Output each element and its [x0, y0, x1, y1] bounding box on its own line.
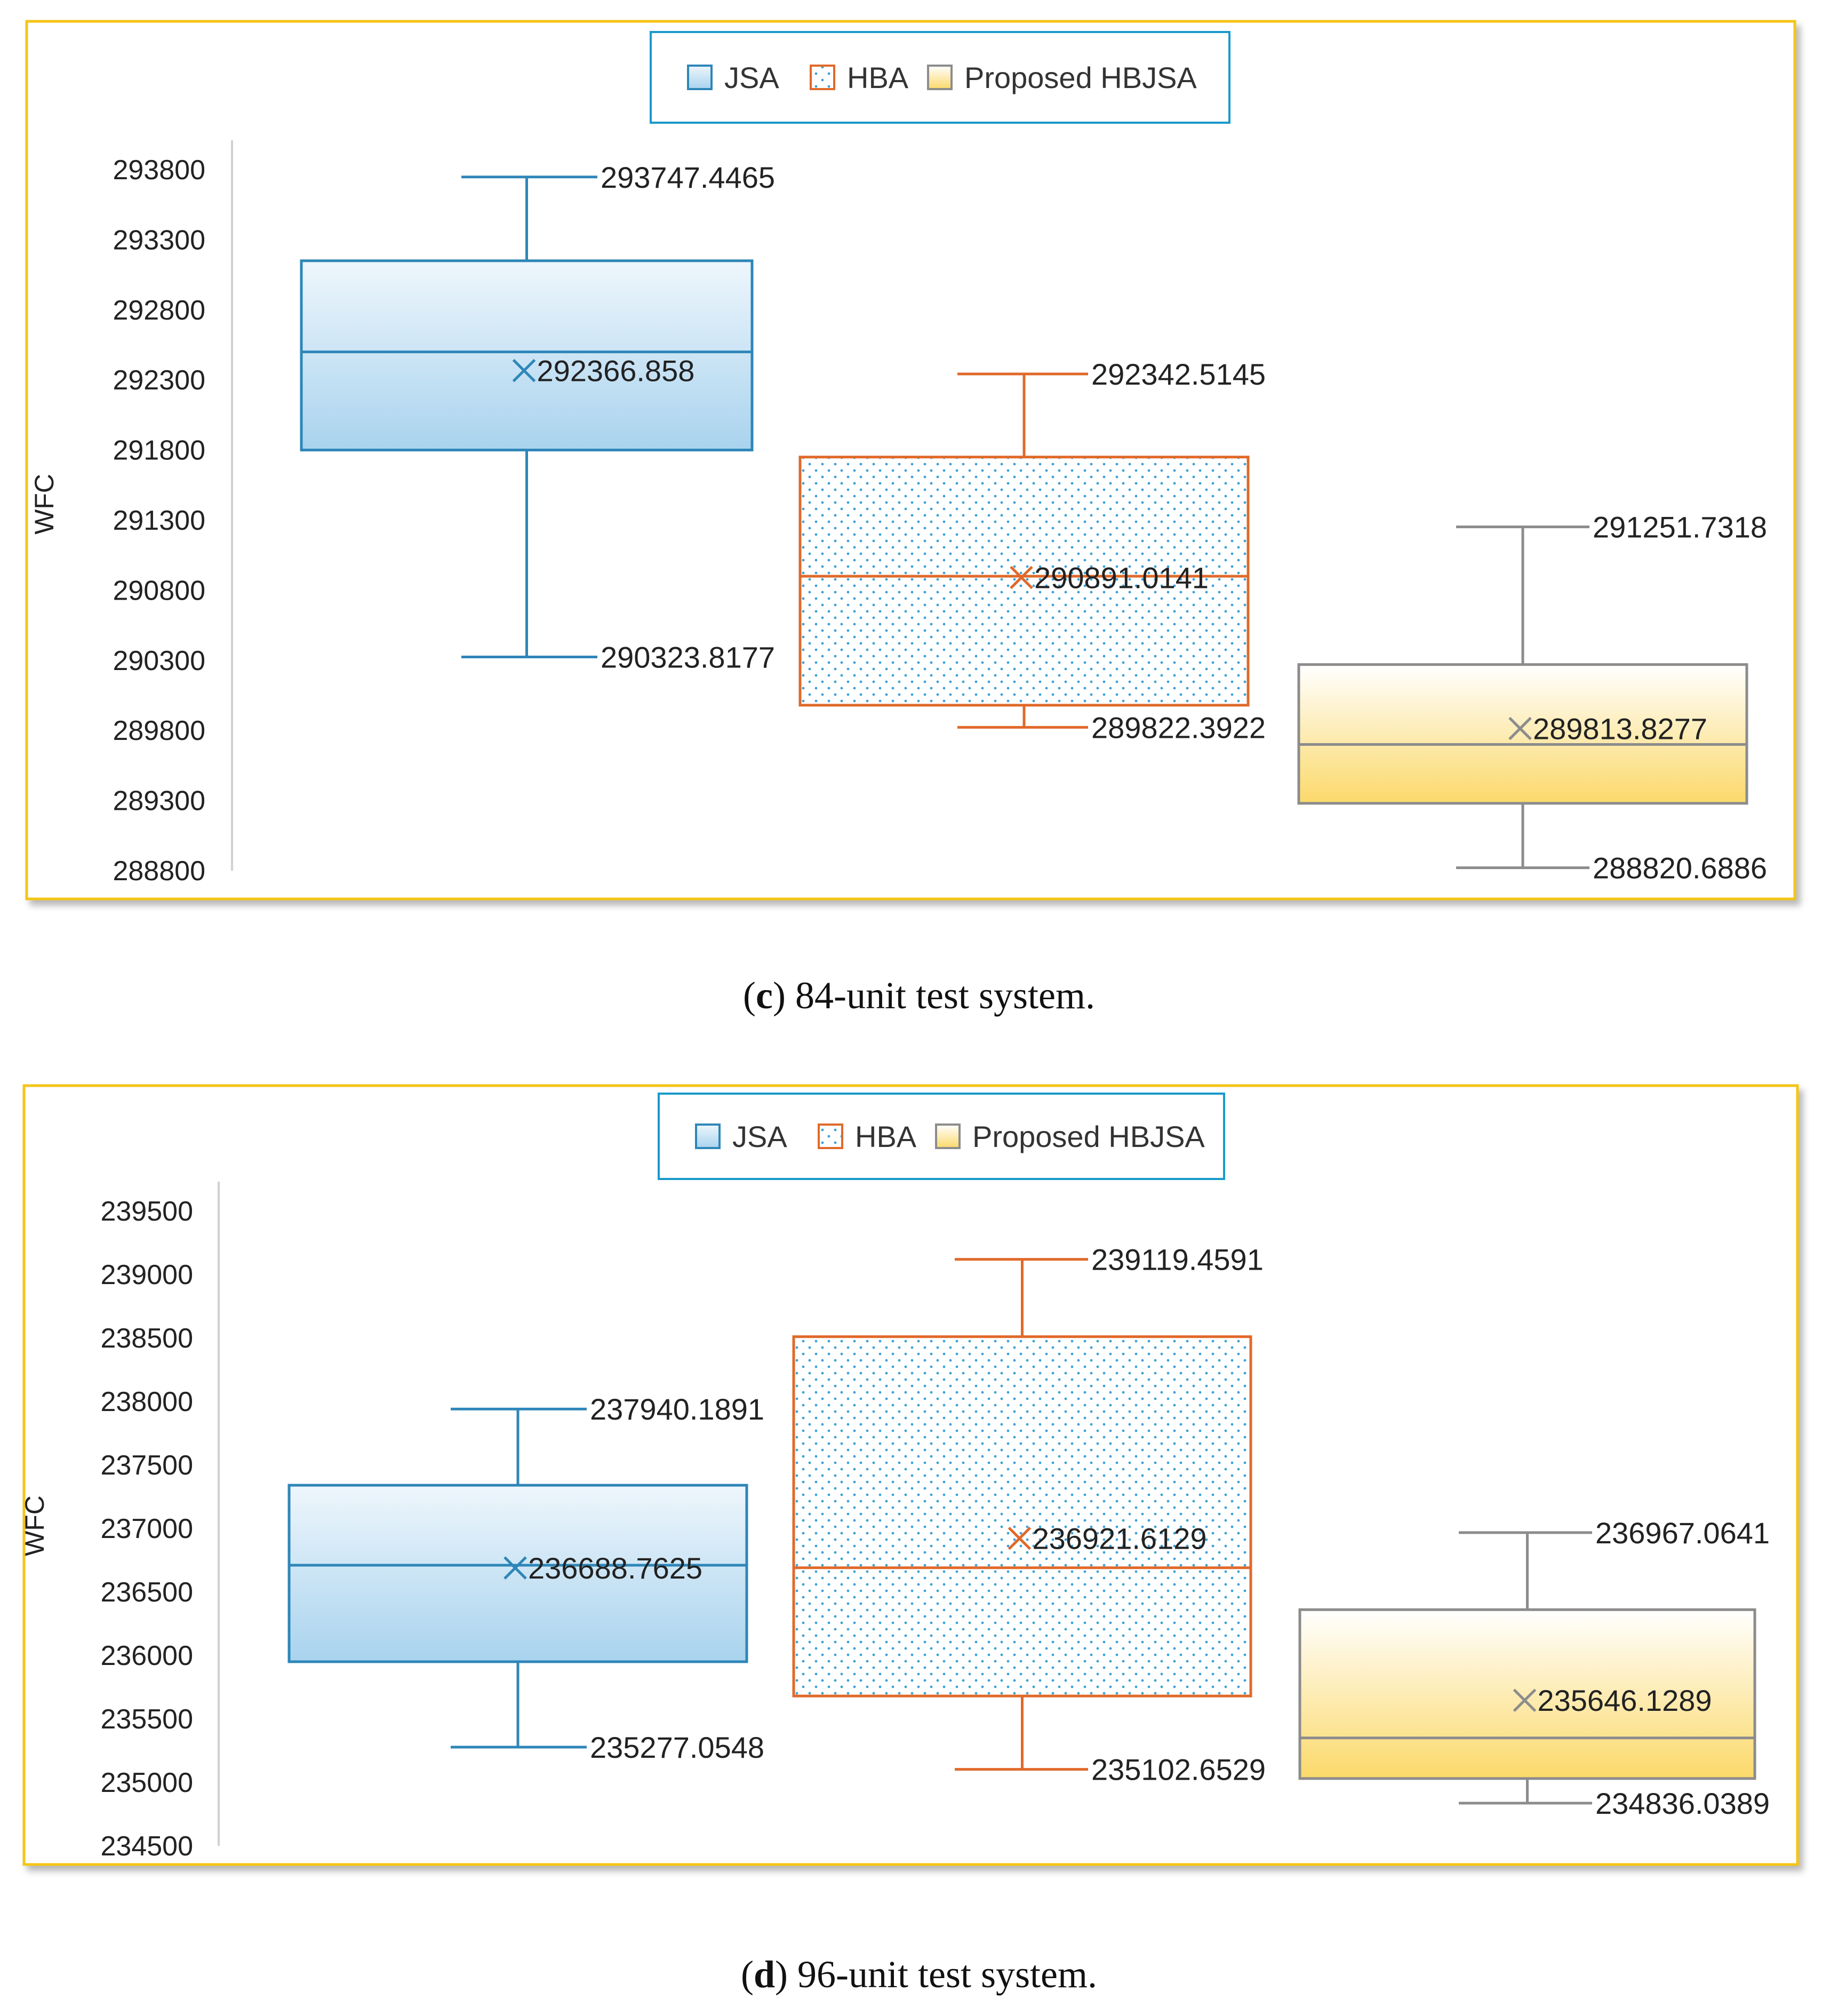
mean-marker	[512, 358, 536, 383]
y-tick-label: 238000	[100, 1387, 193, 1417]
legend-swatch-jsa	[687, 65, 713, 90]
y-tick-label: 239500	[100, 1196, 193, 1227]
box-jsa: 293747.4465 290323.8177 292366.858	[300, 161, 775, 674]
label-max: 291251.7318	[1593, 511, 1767, 544]
legend-swatch-hba	[810, 65, 835, 90]
y-tick-label: 293800	[113, 155, 205, 186]
box-body	[287, 1484, 748, 1663]
y-tick-label: 235500	[100, 1704, 193, 1735]
y-tick-label: 235000	[100, 1767, 193, 1798]
y-axis-label: WFC	[29, 474, 59, 535]
label-mean: 236688.7625	[528, 1551, 702, 1585]
y-tick-label: 293300	[113, 225, 205, 256]
legend-label-jsa: JSA	[732, 1120, 787, 1153]
legend-label-hba: HBA	[855, 1120, 917, 1153]
y-tick-label: 237500	[100, 1450, 193, 1481]
legend-swatch-jsa	[695, 1123, 721, 1149]
caption-c: (c) 84-unit test system.	[743, 974, 1095, 1017]
panel-d: 239500 239000 238500 238000 237500 237000 2365…	[20, 1084, 1799, 1866]
label-min: 235277.0548	[590, 1731, 764, 1764]
caption-text-c: 84-unit test system.	[795, 974, 1095, 1017]
legend-label-hba: HBA	[847, 61, 909, 94]
caption-letter-d: d	[753, 1953, 776, 1996]
y-axis-label: WFC	[20, 1495, 50, 1556]
caption-text-d: 96-unit test system.	[797, 1953, 1097, 1996]
box-jsa: 237940.1891 235277.0548 236688.7625	[287, 1392, 764, 1764]
label-min: 289822.3922	[1091, 711, 1266, 744]
mean-marker	[1010, 565, 1033, 589]
label-max: 237940.1891	[590, 1392, 764, 1426]
label-mean: 289813.8277	[1533, 712, 1707, 746]
legend-label-hbjsa: Proposed HBJSA	[972, 1120, 1205, 1153]
y-tick-label: 292800	[113, 295, 205, 326]
label-mean: 235646.1289	[1538, 1684, 1712, 1717]
y-tick-label: 292300	[113, 365, 205, 396]
label-mean: 236921.6129	[1033, 1522, 1207, 1556]
mean-marker	[504, 1556, 527, 1580]
legend-label-jsa: JSA	[724, 61, 779, 94]
legend-label-hbjsa: Proposed HBJSA	[964, 61, 1197, 94]
label-min: 234836.0389	[1595, 1787, 1770, 1820]
y-tick-label: 239000	[100, 1260, 193, 1290]
box-body	[300, 259, 754, 452]
box-hbjsa: 236967.0641 234836.0389 235646.1289	[1298, 1516, 1770, 1820]
label-max: 293747.4465	[601, 161, 775, 194]
legend-swatch-hba	[818, 1123, 843, 1149]
y-tick-label: 289800	[113, 715, 205, 746]
box-body	[1297, 663, 1748, 805]
mean-marker	[1008, 1526, 1032, 1550]
box-body	[1298, 1608, 1756, 1780]
panel-c: 293800 293300 292800 292300 291800 291300 2908…	[25, 20, 1796, 901]
y-tick-label: 237000	[100, 1513, 193, 1544]
box-hba: 239119.4591 235102.6529 236921.6129	[792, 1243, 1266, 1787]
mean-marker	[1508, 716, 1532, 740]
caption-d: (d) 96-unit test system.	[741, 1953, 1097, 1996]
label-min: 290323.8177	[601, 641, 775, 674]
label-max: 239119.4591	[1091, 1243, 1264, 1277]
y-tick-label: 291300	[113, 505, 205, 536]
y-tick-label: 234500	[100, 1831, 193, 1862]
y-tick-label: 290800	[113, 575, 205, 606]
legend-swatch-hbjsa	[935, 1123, 961, 1149]
box-hbjsa: 291251.7318 288820.6886 289813.8277	[1297, 511, 1767, 885]
y-tick-label: 290300	[113, 646, 205, 676]
label-min: 235102.6529	[1091, 1753, 1266, 1787]
legend-swatch-hbjsa	[927, 65, 953, 90]
label-min: 288820.6886	[1593, 851, 1767, 885]
y-tick-label: 238500	[100, 1323, 193, 1354]
mean-marker	[1513, 1688, 1537, 1712]
y-tick-label: 288800	[113, 856, 205, 887]
y-tick-label: 236000	[100, 1640, 193, 1671]
label-max: 292342.5145	[1091, 357, 1266, 391]
y-tick-label: 291800	[113, 435, 205, 466]
label-max: 236967.0641	[1595, 1516, 1770, 1550]
caption-letter-c: c	[756, 974, 773, 1017]
box-body	[792, 1335, 1252, 1698]
y-tick-label: 289300	[113, 786, 205, 817]
label-mean: 290891.0141	[1034, 561, 1209, 594]
label-mean: 292366.858	[537, 354, 695, 388]
y-tick-label: 236500	[100, 1577, 193, 1608]
box-hba: 292342.5145 289822.3922 290891.0141	[798, 357, 1266, 744]
